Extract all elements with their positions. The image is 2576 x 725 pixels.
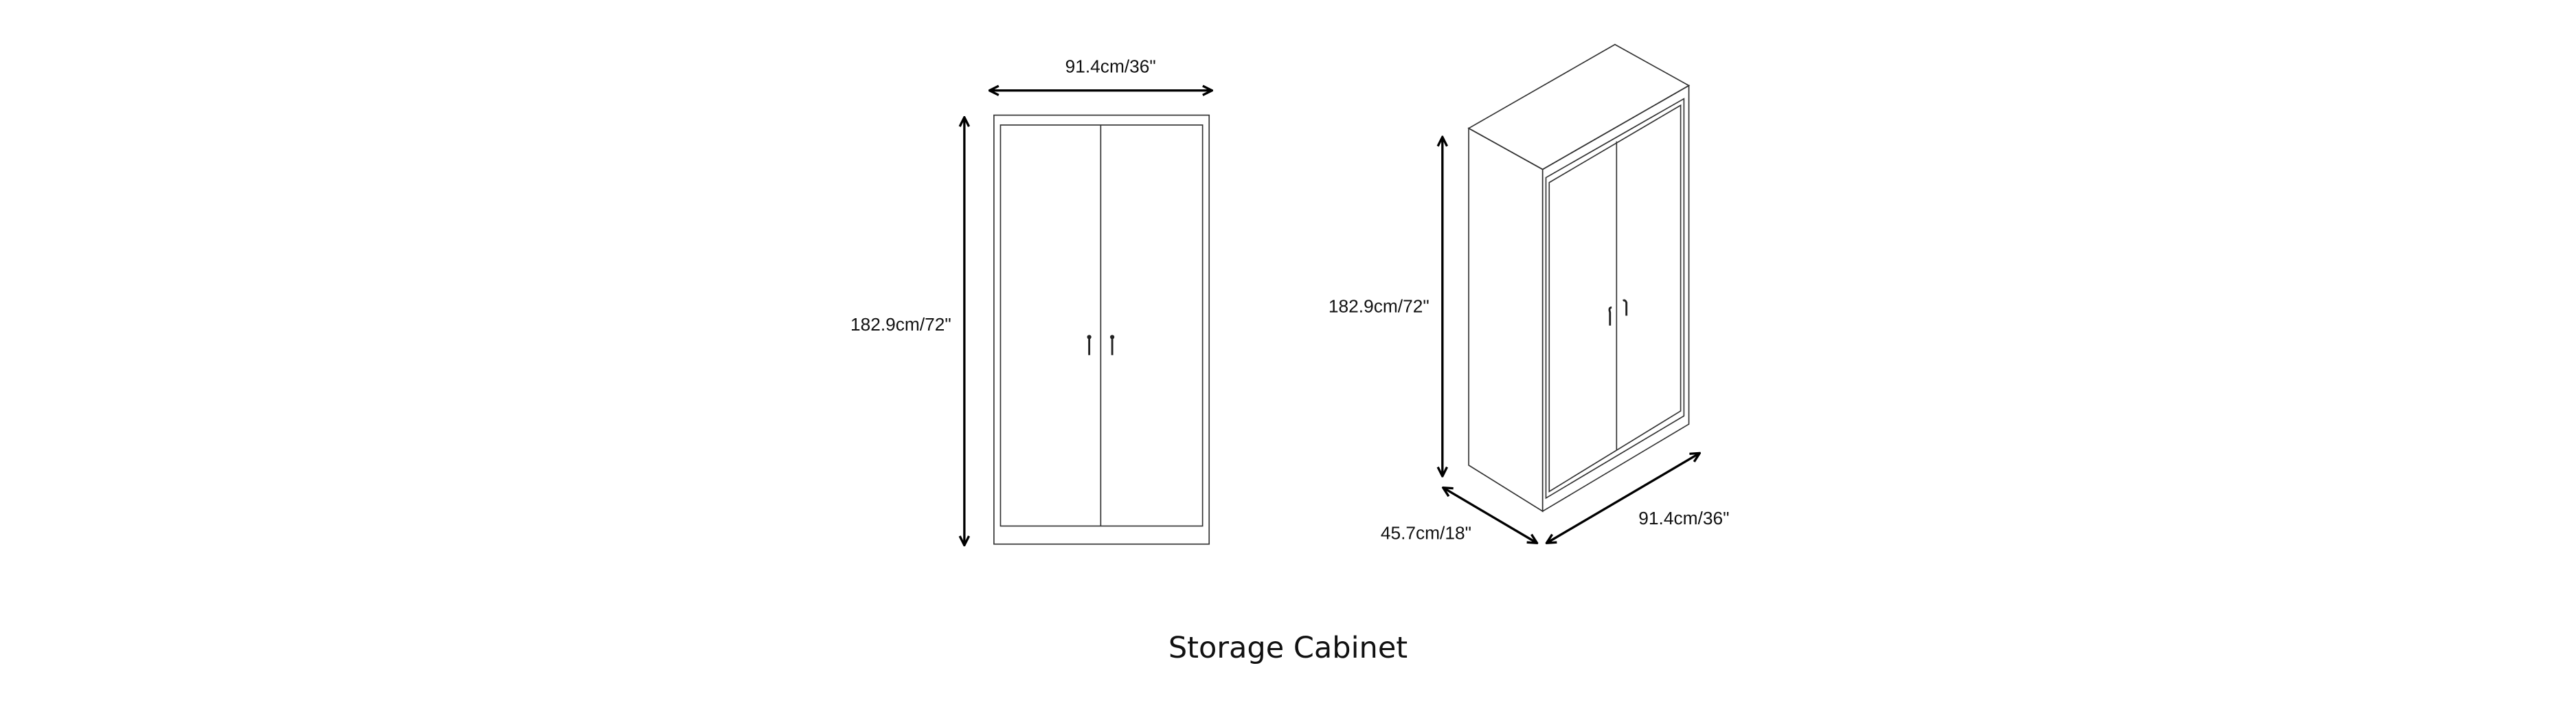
- cabinet-top: [1467, 43, 1691, 170]
- iso-width-label: 91.4cm/36": [1638, 508, 1729, 528]
- cabinet-front: [1541, 85, 1690, 513]
- front-view: 91.4cm/36" 182.9cm/72": [850, 56, 1211, 544]
- door-frame-outer: [1545, 98, 1685, 500]
- door-handles: [1087, 335, 1115, 355]
- depth-arrow: [1444, 488, 1536, 542]
- iso-height-label: 182.9cm/72": [1329, 296, 1430, 317]
- front-height-label: 182.9cm/72": [850, 314, 951, 335]
- iso-width-arrow: [1548, 454, 1699, 542]
- cabinet-outline: [993, 114, 1210, 545]
- iso-depth-label: 45.7cm/18": [1381, 523, 1471, 544]
- cabinet-side: [1468, 127, 1544, 513]
- door-frame: [999, 124, 1204, 527]
- door-handles: [1608, 299, 1628, 326]
- iso-view: 182.9cm/72" 45.7cm/18" 91.4cm/36": [1329, 43, 1729, 544]
- front-width-label: 91.4cm/36": [1065, 56, 1156, 76]
- diagram-title: Storage Cabinet: [1168, 631, 1408, 665]
- door-frame-inner: [1548, 104, 1682, 493]
